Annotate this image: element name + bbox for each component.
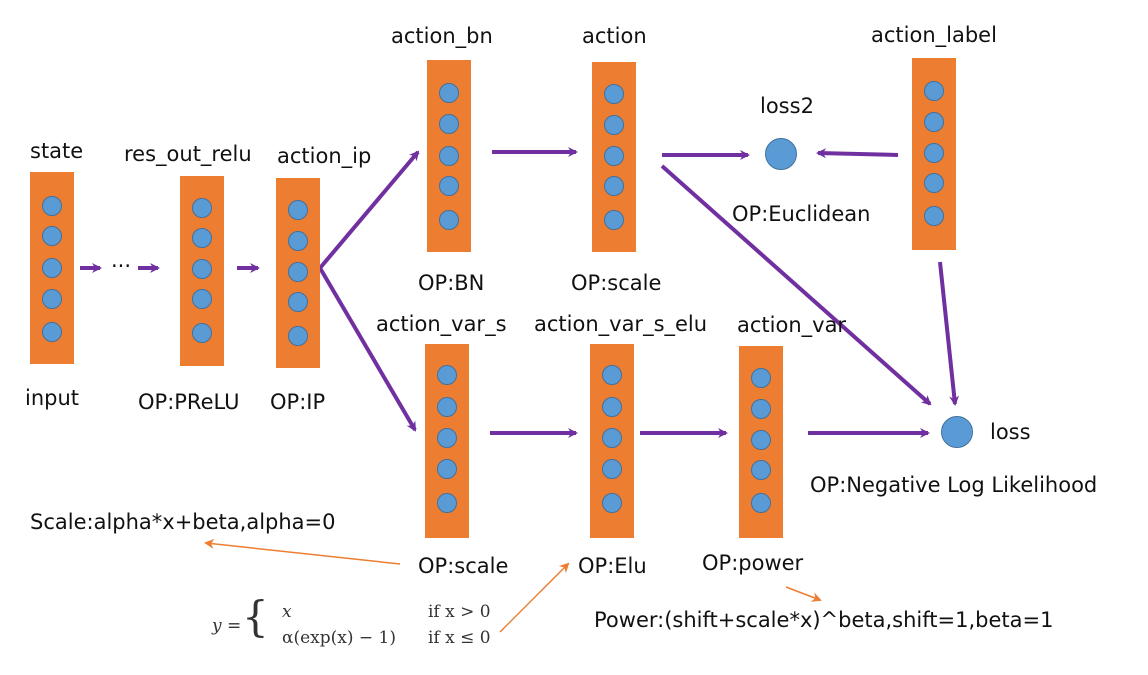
neuron xyxy=(924,143,944,163)
layer-action-label-name: action_label xyxy=(871,23,997,47)
formula-case1-expr: x xyxy=(282,602,292,622)
formula-case2-expr: α(exp(x) − 1) xyxy=(282,628,396,648)
neuron xyxy=(751,430,771,450)
note-arrow-power xyxy=(785,586,822,602)
node-loss-name: loss xyxy=(990,420,1031,444)
neuron xyxy=(192,323,212,343)
neuron xyxy=(288,231,308,251)
neuron xyxy=(751,460,771,480)
neuron xyxy=(437,428,457,448)
neuron xyxy=(439,146,459,166)
layer-action-bn-op: OP:BN xyxy=(418,271,485,295)
neuron xyxy=(602,493,622,513)
neuron xyxy=(924,206,944,226)
layer-res-out-relu-name: res_out_relu xyxy=(124,142,252,166)
layer-action-ip-op: OP:IP xyxy=(270,390,326,414)
layer-action-var-s xyxy=(425,344,469,538)
neuron xyxy=(42,258,62,278)
edge-label-to-loss xyxy=(938,261,960,406)
neuron xyxy=(751,368,771,388)
node-loss xyxy=(941,416,973,448)
neuron xyxy=(602,459,622,479)
formula-case1-cond: if x > 0 xyxy=(428,602,491,622)
neuron xyxy=(439,114,459,134)
layer-action-var-s-op: OP:scale xyxy=(418,554,509,578)
layer-action-ip-name: action_ip xyxy=(277,144,372,168)
note-arrow-elu xyxy=(499,562,570,633)
neuron xyxy=(751,399,771,419)
neuron xyxy=(192,198,212,218)
note-scale: Scale:alpha*x+beta,alpha=0 xyxy=(30,510,336,534)
layer-res-out-relu xyxy=(180,176,224,366)
layer-action-label xyxy=(912,58,956,250)
layer-action-var-name: action_var xyxy=(737,313,847,337)
neuron xyxy=(924,173,944,193)
neuron xyxy=(42,196,62,216)
neuron xyxy=(602,428,622,448)
layer-state-op: input xyxy=(25,386,80,410)
layer-state xyxy=(30,172,74,364)
neuron xyxy=(439,176,459,196)
neuron xyxy=(42,226,62,246)
neuron xyxy=(42,289,62,309)
edge-label-to-loss2 xyxy=(816,148,899,159)
neuron xyxy=(751,493,771,513)
neuron xyxy=(604,84,624,104)
neuron xyxy=(604,146,624,166)
neuron xyxy=(42,322,62,342)
neuron xyxy=(192,259,212,279)
layer-action-op: OP:scale xyxy=(571,271,662,295)
neuron xyxy=(288,326,308,346)
layer-action-var-s-elu-name: action_var_s_elu xyxy=(534,312,708,336)
layer-action-var xyxy=(739,346,783,538)
neuron xyxy=(437,397,457,417)
neuron xyxy=(924,112,944,132)
neuron xyxy=(288,262,308,282)
layer-action-var-s-elu xyxy=(590,344,634,538)
node-loss2 xyxy=(765,138,797,170)
edge-ip-to-bn xyxy=(318,150,420,270)
note-power: Power:(shift+scale*x)^beta,shift=1,beta=… xyxy=(594,608,1054,632)
layer-action-var-op: OP:power xyxy=(702,551,804,575)
layer-action-bn xyxy=(427,60,471,252)
ellipsis: ··· xyxy=(111,254,132,278)
node-loss2-op: OP:Euclidean xyxy=(732,202,871,226)
neuron xyxy=(437,459,457,479)
neuron xyxy=(604,210,624,230)
layer-res-out-relu-op: OP:PReLU xyxy=(138,390,240,414)
note-arrow-scale xyxy=(204,538,401,565)
neuron xyxy=(288,200,308,220)
layer-action-var-s-elu-op: OP:Elu xyxy=(578,554,647,578)
neuron xyxy=(437,493,457,513)
neuron xyxy=(604,115,624,135)
neuron xyxy=(924,81,944,101)
layer-state-name: state xyxy=(30,139,84,163)
neuron xyxy=(439,210,459,230)
formula-case2-cond: if x ≤ 0 xyxy=(428,628,491,648)
neuron xyxy=(439,83,459,103)
layer-action xyxy=(592,62,636,252)
node-loss-op: OP:Negative Log Likelihood xyxy=(810,473,1098,497)
layer-action-ip xyxy=(276,178,320,368)
neuron xyxy=(602,365,622,385)
layer-action-var-s-name: action_var_s xyxy=(376,312,507,336)
neuron xyxy=(192,228,212,248)
edge-ip-to-var-s xyxy=(318,266,417,432)
layer-action-bn-name: action_bn xyxy=(391,24,493,48)
neuron xyxy=(192,289,212,309)
formula-lhs: y = xyxy=(212,616,242,636)
neuron xyxy=(602,397,622,417)
neuron xyxy=(604,176,624,196)
edge-action-to-loss xyxy=(660,164,932,406)
formula-brace: { xyxy=(242,592,269,641)
node-loss2-name: loss2 xyxy=(760,94,814,118)
neuron xyxy=(437,365,457,385)
neuron xyxy=(288,292,308,312)
layer-action-name: action xyxy=(582,24,647,48)
